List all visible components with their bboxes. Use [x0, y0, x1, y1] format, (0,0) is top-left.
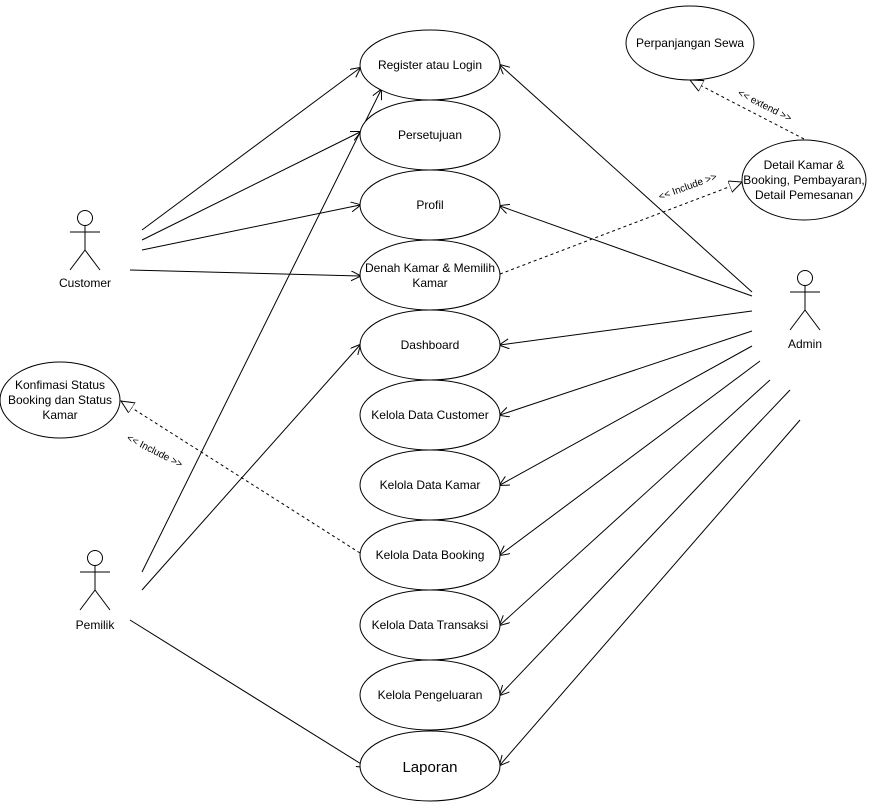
customer-to-profil-line [141, 205, 360, 251]
actor-pemilik[interactable]: Pemilik [76, 550, 116, 633]
customer-to-register-line [141, 68, 360, 231]
use-case-profil-label: Profil [416, 198, 443, 212]
use-case-detail-label-line1: Detail Kamar & [764, 158, 845, 172]
use-case-denah-label-line2: Kamar [412, 276, 447, 290]
pemilik-associations [129, 90, 381, 767]
actor-customer[interactable]: Customer [59, 210, 111, 291]
use-case-kelola-customer-label: Kelola Data Customer [371, 408, 488, 422]
use-case-perpanjangan[interactable]: Perpanjangan Sewa [625, 5, 755, 81]
use-case-kelola-kamar-label: Kelola Data Kamar [380, 478, 481, 492]
use-case-kelola-pengeluaran-label: Kelola Pengeluaran [378, 688, 483, 702]
pemilik-to-register-line [141, 90, 381, 573]
denah-include-detail-line [499, 182, 742, 275]
use-case-konfirmasi[interactable]: Konfimasi Status Booking dan Status Kama… [0, 361, 121, 439]
use-case-konfirmasi-label-line1: Konfimasi Status [15, 378, 105, 392]
pemilik-to-dashboard-line [141, 345, 360, 591]
use-case-dashboard[interactable]: Dashboard [359, 309, 501, 381]
use-case-persetujuan-label: Persetujuan [398, 128, 462, 142]
actor-admin[interactable]: Admin [788, 270, 822, 352]
use-case-detail[interactable]: Detail Kamar & Booking, Pembayaran, Deta… [741, 139, 867, 221]
use-case-laporan-label: Laporan [402, 759, 457, 776]
use-case-laporan[interactable]: Laporan [359, 730, 501, 802]
use-case-kelola-kamar[interactable]: Kelola Data Kamar [359, 449, 501, 521]
actor-admin-label: Admin [788, 337, 822, 351]
use-case-dashboard-label: Dashboard [401, 338, 460, 352]
admin-to-kelola-pengeluaran-line [500, 389, 791, 695]
admin-to-kelola-booking-line [500, 360, 761, 555]
customer-to-denah-line [129, 269, 360, 276]
admin-to-register-line [500, 65, 753, 293]
admin-to-laporan-line [500, 419, 801, 765]
use-case-kelola-booking-label: Kelola Data Booking [376, 548, 485, 562]
use-case-konfirmasi-label-line2: Booking dan Status [8, 393, 112, 407]
admin-to-kelola-transaksi-line [500, 379, 771, 625]
actor-pemilik-label: Pemilik [76, 618, 116, 632]
admin-to-kelola-customer-line [500, 330, 753, 415]
customer-stick-figure-icon [69, 210, 101, 271]
use-case-denah-label-line1: Denah Kamar & Memilih [365, 261, 495, 275]
include-konfirmasi-label: << Include >> [125, 433, 185, 471]
use-case-register[interactable]: Register atau Login [359, 29, 501, 101]
use-case-profil[interactable]: Profil [359, 169, 501, 241]
customer-associations [129, 68, 360, 276]
use-case-kelola-transaksi[interactable]: Kelola Data Transaksi [359, 589, 501, 661]
use-case-persetujuan[interactable]: Persetujuan [359, 99, 501, 171]
admin-to-profil-line [500, 206, 753, 297]
actor-customer-label: Customer [59, 276, 111, 290]
pemilik-stick-figure-icon [79, 550, 111, 611]
use-case-kelola-customer[interactable]: Kelola Data Customer [359, 379, 501, 451]
use-case-kelola-transaksi-label: Kelola Data Transaksi [372, 618, 489, 632]
admin-associations [500, 65, 801, 765]
detail-extend-perpanjangan-line [690, 80, 805, 140]
admin-to-dashboard-line [500, 310, 753, 345]
admin-to-kelola-kamar-line [500, 345, 753, 485]
include-detail-label: << Include >> [657, 172, 718, 203]
admin-stick-figure-icon [789, 270, 821, 331]
use-case-konfirmasi-label-line3: Kamar [42, 408, 77, 422]
use-case-denah[interactable]: Denah Kamar & Memilih Kamar [359, 239, 501, 311]
use-case-perpanjangan-label: Perpanjangan Sewa [636, 36, 744, 50]
booking-include-konfirmasi-line [121, 401, 361, 554]
customer-to-persetujuan-line [141, 132, 360, 241]
use-case-kelola-pengeluaran[interactable]: Kelola Pengeluaran [359, 659, 501, 731]
use-case-register-label: Register atau Login [378, 58, 482, 72]
use-case-detail-label-line3: Detail Pemesanan [755, 188, 853, 202]
pemilik-to-laporan-line [129, 619, 366, 767]
use-case-kelola-booking[interactable]: Kelola Data Booking [359, 519, 501, 591]
use-case-detail-label-line2: Booking, Pembayaran, [743, 173, 864, 187]
